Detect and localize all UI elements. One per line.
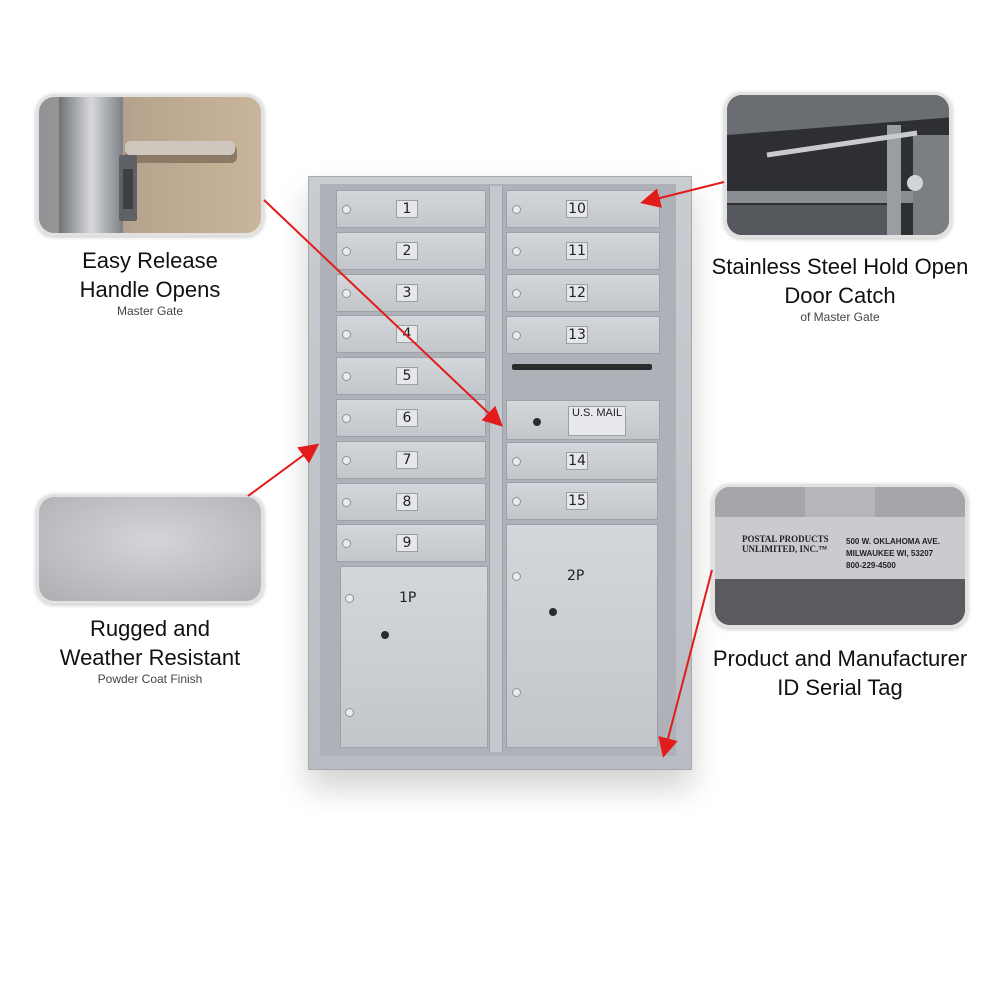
handle-title-line1: Easy Release: [82, 248, 218, 273]
mailbox-door-15-lock-icon: [512, 497, 521, 506]
parcel-2p-number: 2P: [567, 568, 585, 584]
parcel-2p-keyhole-icon: [549, 608, 557, 616]
mailbox-door-10-lock-icon: [512, 205, 521, 214]
tag-arrow: [658, 569, 713, 758]
mailbox-door-1-lock-icon: [342, 205, 351, 214]
finish-subtitle: Powder Coat Finish: [97, 672, 203, 686]
catch-caption: Stainless Steel Hold Open Door Catch of …: [700, 252, 980, 324]
mailbox-door-3-number: 3: [396, 283, 418, 302]
handle-subtitle: Master Gate: [116, 304, 184, 318]
mailbox-door-13-lock-icon: [512, 331, 521, 340]
mailbox-door-14-lock-icon: [512, 457, 521, 466]
mailbox-door-8-number: 8: [396, 492, 418, 511]
mailbox-door-6[interactable]: [336, 399, 486, 437]
outgoing-lock-icon: [533, 418, 541, 426]
handle-caption: Easy Release Handle Opens Master Gate: [40, 246, 260, 318]
catch-arrow: [640, 181, 725, 208]
us-mail-label: U.S. MAIL: [568, 406, 626, 436]
catch-subtitle: of Master Gate: [800, 310, 880, 324]
parcel-1p-hinge-icon: [345, 708, 354, 717]
handle-image: [39, 97, 261, 233]
mailbox-door-7-lock-icon: [342, 455, 351, 465]
handle-arrow: [263, 199, 503, 427]
tag-caption: Product and Manufacturer ID Serial Tag: [700, 644, 980, 702]
handle-photo: [36, 94, 264, 236]
finish-arrow: [247, 443, 320, 497]
parcel-1p-number: 1P: [399, 590, 417, 606]
tag-brand-line2: UNLIMITED, INC.™: [742, 544, 828, 554]
finish-caption: Rugged and Weather Resistant Powder Coat…: [30, 614, 270, 686]
tag-phone: 800-229-4500: [846, 561, 896, 570]
mailbox-door-10-number: 10: [566, 200, 588, 218]
parcel-1p-keyhole-icon: [381, 631, 389, 639]
mailbox-door-13-number: 13: [566, 326, 588, 344]
door-catch-photo: [724, 92, 952, 238]
tag-brand: POSTAL PRODUCTS UNLIMITED, INC.™: [742, 534, 829, 554]
parcel-locker-2p[interactable]: [506, 524, 658, 748]
mailbox-door-3-lock-icon: [342, 288, 351, 298]
tag-address-line2: MILWAUKEE WI, 53207: [846, 549, 934, 558]
mailbox-door-9-number: 9: [396, 534, 418, 553]
parcel-2p-hinge-icon: [512, 688, 521, 697]
center-divider: [489, 186, 503, 752]
parcel-1p-lock-icon: [345, 594, 354, 603]
tag-title-line1: Product and Manufacturer: [712, 646, 968, 671]
parcel-2p-lock-icon: [512, 572, 521, 581]
door-catch-image: [727, 95, 949, 235]
catch-title-line1: Stainless Steel Hold Open: [711, 254, 969, 279]
mailbox-door-2-lock-icon: [342, 246, 351, 256]
mailbox-door-8-lock-icon: [342, 497, 351, 507]
powder-coat-image: [39, 497, 261, 601]
tag-address: 500 W. OKLAHOMA AVE. MILWAUKEE WI, 53207…: [846, 536, 940, 572]
finish-title-line2: Weather Resistant: [59, 645, 241, 670]
mailbox-door-7-number: 7: [396, 450, 418, 469]
mailbox-door-6-number: 6: [396, 409, 418, 427]
mailbox-door-5-number: 5: [396, 367, 418, 386]
mailbox-door-9-lock-icon: [342, 539, 351, 549]
serial-tag-image: [715, 487, 965, 625]
powder-coat-photo: [36, 494, 264, 604]
outgoing-mail-slot[interactable]: [512, 364, 652, 370]
mailbox-door-2-number: 2: [396, 241, 418, 260]
mailbox-door-13[interactable]: [506, 316, 660, 354]
mailbox-door-11-number: 11: [566, 242, 588, 260]
mailbox-door-12-lock-icon: [512, 289, 521, 298]
catch-title-line2: Door Catch: [784, 283, 896, 308]
finish-title-line1: Rugged and: [90, 616, 210, 641]
tag-address-line1: 500 W. OKLAHOMA AVE.: [846, 537, 940, 546]
us-mail-text: U.S. MAIL: [571, 407, 623, 419]
mailbox-door-4-lock-icon: [342, 330, 351, 340]
mailbox-door-5-lock-icon: [342, 372, 351, 382]
parcel-locker-1p[interactable]: [340, 566, 488, 748]
handle-title-line2: Handle Opens: [79, 277, 221, 302]
mailbox-door-12-number: 12: [566, 284, 588, 302]
serial-tag-photo: [712, 484, 968, 628]
tag-title-line2: ID Serial Tag: [777, 675, 903, 700]
mailbox-door-6-lock-icon: [342, 414, 351, 423]
mailbox-door-1-number: 1: [396, 200, 418, 218]
tag-brand-line1: POSTAL PRODUCTS: [742, 534, 829, 544]
mailbox-door-11-lock-icon: [512, 247, 521, 256]
mailbox-door-15-number: 15: [566, 492, 588, 510]
mailbox-door-14-number: 14: [566, 452, 588, 470]
